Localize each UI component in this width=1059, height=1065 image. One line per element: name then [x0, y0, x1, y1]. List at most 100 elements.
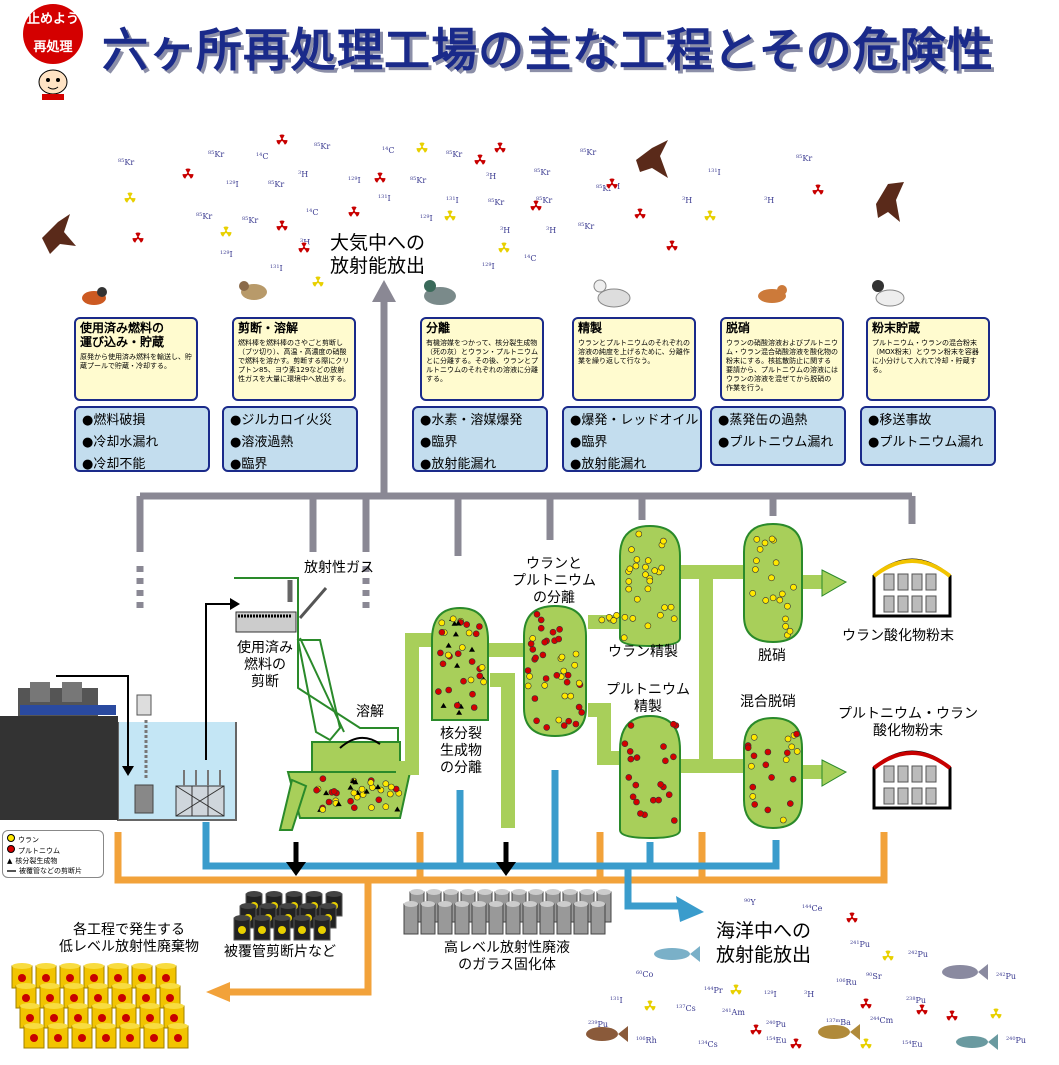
label-radioactive-gas: 放射性ガス: [304, 560, 374, 576]
uranium-mark: [753, 557, 760, 565]
risk-item: ●プルトニウム漏れ: [868, 435, 984, 450]
label-line: 生成物: [440, 743, 482, 759]
plutonium-mark: [751, 801, 759, 808]
radiation-icon: [644, 1000, 656, 1012]
uranium-mark: [749, 793, 757, 800]
plutonium-mark: [662, 757, 669, 765]
label-line: 核分裂: [440, 726, 482, 742]
uranium-mark: [567, 692, 575, 700]
label-shear: 使用済み 燃料の 剪断: [232, 640, 298, 691]
legend-item-uranium: ウラン: [7, 834, 99, 845]
label-u-oxide: ウラン酸化物粉末: [842, 628, 954, 644]
step-card-refine: 精製 ウランとプルトニウムのそれぞれの溶液の純度を上げるために、分離作業を繰り返…: [572, 317, 696, 401]
label-hlw: 高レベル放射性廃液 のガラス固化体: [432, 940, 582, 974]
plutonium-mark: [533, 610, 541, 618]
label-line: 精製: [634, 699, 662, 715]
radiation-icon: [312, 276, 324, 288]
pu-oxide-arrow-icon: [821, 759, 848, 787]
label-denitration: 脱硝: [758, 648, 786, 664]
uranium-mark: [438, 619, 446, 627]
fission-product-mark: [440, 702, 447, 708]
label-u-refine: ウラン精製: [608, 644, 678, 660]
risk-box-separation: ●水素・溶媒爆発 ●臨界 ●放射能漏れ: [412, 406, 548, 472]
uranium-mark: [386, 790, 394, 798]
label-line: の分離: [440, 760, 482, 776]
step-description: ウランの硝酸溶液およびプルトニウム・ウラン混合硝酸溶液を酸化物の粉末にする。核拡…: [726, 339, 838, 392]
radiation-icon: [182, 168, 194, 180]
radiation-icon: [444, 210, 456, 222]
radiation-icon: [494, 142, 506, 154]
radiation-icon: [132, 232, 144, 244]
plutonium-mark: [783, 749, 791, 757]
uranium-mark: [387, 783, 395, 791]
fission-product-mark: [363, 788, 370, 794]
step-title: 運び込み・貯蔵: [80, 335, 165, 349]
risk-item: ●移送事故: [868, 413, 932, 428]
radiation-icon: [474, 154, 486, 166]
plutonium-mark: [476, 623, 483, 630]
plutonium-mark: [627, 755, 635, 763]
exhaust-pipes: [136, 300, 916, 612]
risk-item: ●臨界: [230, 457, 268, 472]
plutonium-mark: [347, 797, 354, 805]
step-title: 脱硝: [726, 321, 751, 335]
plutonium-mark: [744, 744, 752, 752]
fission-product-mark: [323, 790, 330, 796]
plutonium-mark: [564, 671, 572, 679]
uranium-mark: [478, 664, 486, 671]
radiation-icon: [276, 220, 288, 232]
radiation-icon: [750, 1024, 762, 1036]
radiation-icon: [860, 998, 872, 1010]
plutonium-mark: [533, 717, 540, 725]
llw-arrow-icon: [206, 982, 230, 1002]
legend-label: 被覆管などの剪断片: [19, 867, 82, 875]
uranium-mark: [661, 604, 668, 611]
risk-box-refine: ●爆発・レッドオイル ●臨界 ●放射能漏れ: [562, 406, 702, 472]
label-line: プルトニウム: [512, 573, 596, 589]
uranium-mark: [646, 577, 654, 585]
logo-line1: 止めよう: [26, 12, 79, 27]
label-line: 使用済み: [237, 640, 293, 656]
label-fission-products: 核分裂 生成物 の分離: [432, 726, 490, 777]
radiation-icon: [606, 178, 618, 190]
fission-triangle-icon: ▲: [7, 857, 13, 865]
uranium-mark: [598, 616, 606, 624]
step-title: 分離: [426, 321, 451, 335]
liquid-discharge-pipes: [202, 770, 780, 910]
risk-item: ●蒸発缶の過熱: [718, 413, 808, 428]
uranium-mark: [628, 546, 635, 553]
risk-box-denitration: ●蒸発缶の過熱 ●プルトニウム漏れ: [710, 406, 846, 466]
risk-item: ●臨界: [570, 435, 608, 450]
plutonium-mark: [537, 616, 545, 624]
plutonium-mark: [789, 775, 797, 783]
label-llw: 各工程で発生する 低レベル放射性廃棄物: [54, 922, 204, 956]
plutonium-mark: [575, 703, 583, 711]
uranium-mark: [382, 803, 390, 811]
radiation-icon: [812, 184, 824, 196]
risk-item: ●爆発・レッドオイル: [570, 413, 699, 428]
radiation-icon: [860, 1038, 872, 1050]
radiation-icon: [416, 142, 428, 154]
plutonium-mark: [454, 650, 462, 658]
uranium-mark: [620, 634, 628, 642]
uranium-mark: [779, 816, 787, 824]
uranium-mark: [572, 650, 580, 658]
uranium-mark: [768, 535, 776, 543]
radiation-icon: [374, 172, 386, 184]
uranium-dot-icon: [7, 834, 15, 842]
plutonium-mark: [439, 660, 447, 668]
step-title: 粉末貯蔵: [872, 321, 921, 335]
uranium-mark: [635, 530, 643, 538]
uranium-mark: [657, 611, 664, 619]
plutonium-mark: [375, 796, 383, 804]
uranium-mark: [467, 676, 475, 684]
plutonium-mark: [330, 788, 338, 795]
uranium-mark: [625, 578, 633, 585]
uranium-mark: [575, 679, 583, 687]
uranium-mark: [644, 622, 652, 630]
plutonium-mark: [762, 761, 770, 769]
uranium-mark: [642, 571, 649, 578]
plutonium-mark: [556, 625, 563, 633]
fission-product-mark: [455, 620, 462, 626]
plutonium-mark: [543, 724, 551, 731]
